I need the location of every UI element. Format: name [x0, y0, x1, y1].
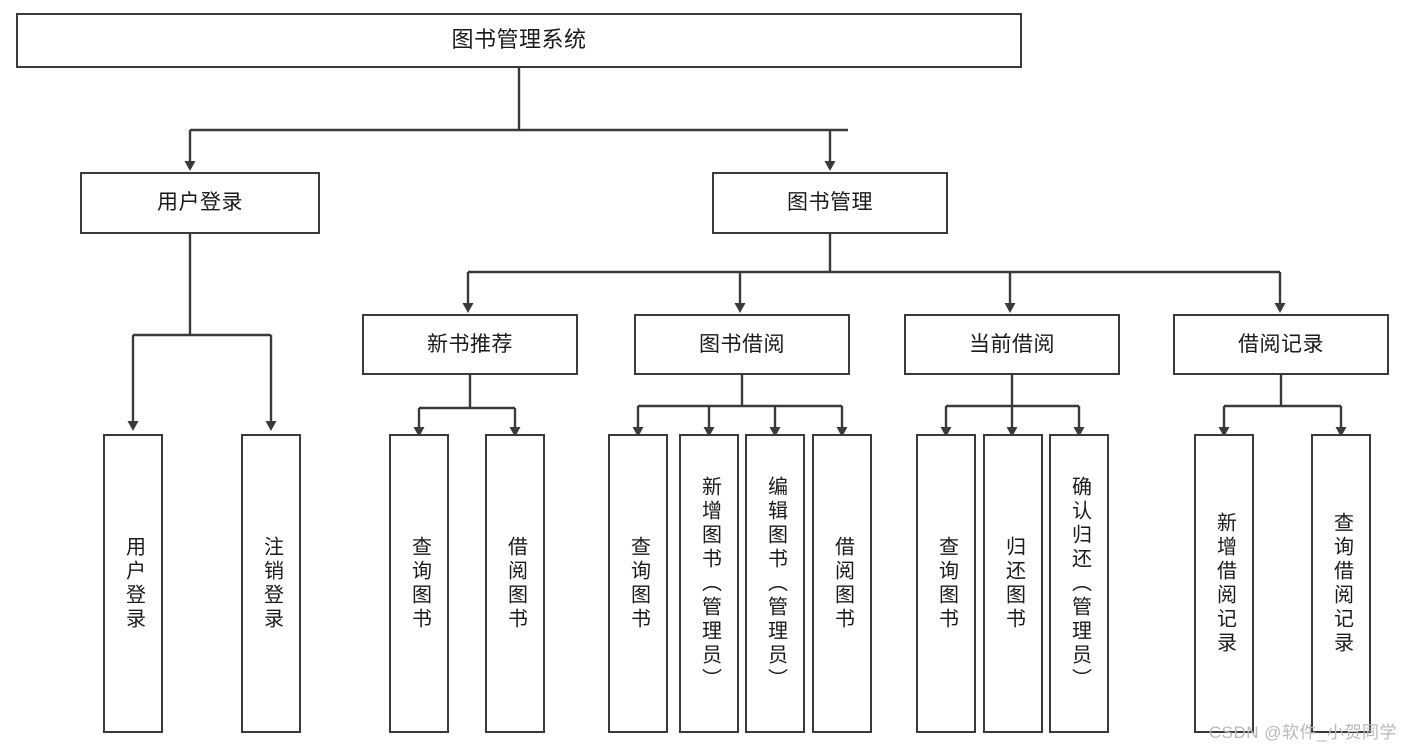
leaf-user-login[interactable]: 用户登录 — [103, 434, 163, 733]
node-current-borrow[interactable]: 当前借阅 — [904, 314, 1120, 375]
leaf-confirm-return-admin[interactable]: 确认归还（管理员） — [1049, 434, 1109, 733]
leaf-add-book-admin[interactable]: 新增图书（管理员） — [679, 434, 739, 733]
leaf-query-book-borrow[interactable]: 查询图书 — [608, 434, 668, 733]
node-book-management[interactable]: 图书管理 — [712, 172, 948, 234]
node-user-login[interactable]: 用户登录 — [80, 172, 320, 234]
node-new-book-recommend[interactable]: 新书推荐 — [362, 314, 578, 375]
watermark-text: CSDN @软件_小贺同学 — [1208, 723, 1397, 742]
node-root-book-management-system[interactable]: 图书管理系统 — [16, 13, 1022, 68]
leaf-edit-book-admin[interactable]: 编辑图书（管理员） — [745, 434, 805, 733]
leaf-borrow-book[interactable]: 借阅图书 — [812, 434, 872, 733]
leaf-query-borrow-record[interactable]: 查询借阅记录 — [1311, 434, 1371, 733]
node-book-borrow[interactable]: 图书借阅 — [634, 314, 850, 375]
leaf-query-book-current[interactable]: 查询图书 — [916, 434, 976, 733]
node-borrow-record[interactable]: 借阅记录 — [1173, 314, 1389, 375]
leaf-add-borrow-record[interactable]: 新增借阅记录 — [1194, 434, 1254, 733]
leaf-return-book[interactable]: 归还图书 — [983, 434, 1043, 733]
leaf-borrow-book-recommend[interactable]: 借阅图书 — [485, 434, 545, 733]
leaf-query-book-recommend[interactable]: 查询图书 — [389, 434, 449, 733]
leaf-logout[interactable]: 注销登录 — [241, 434, 301, 733]
